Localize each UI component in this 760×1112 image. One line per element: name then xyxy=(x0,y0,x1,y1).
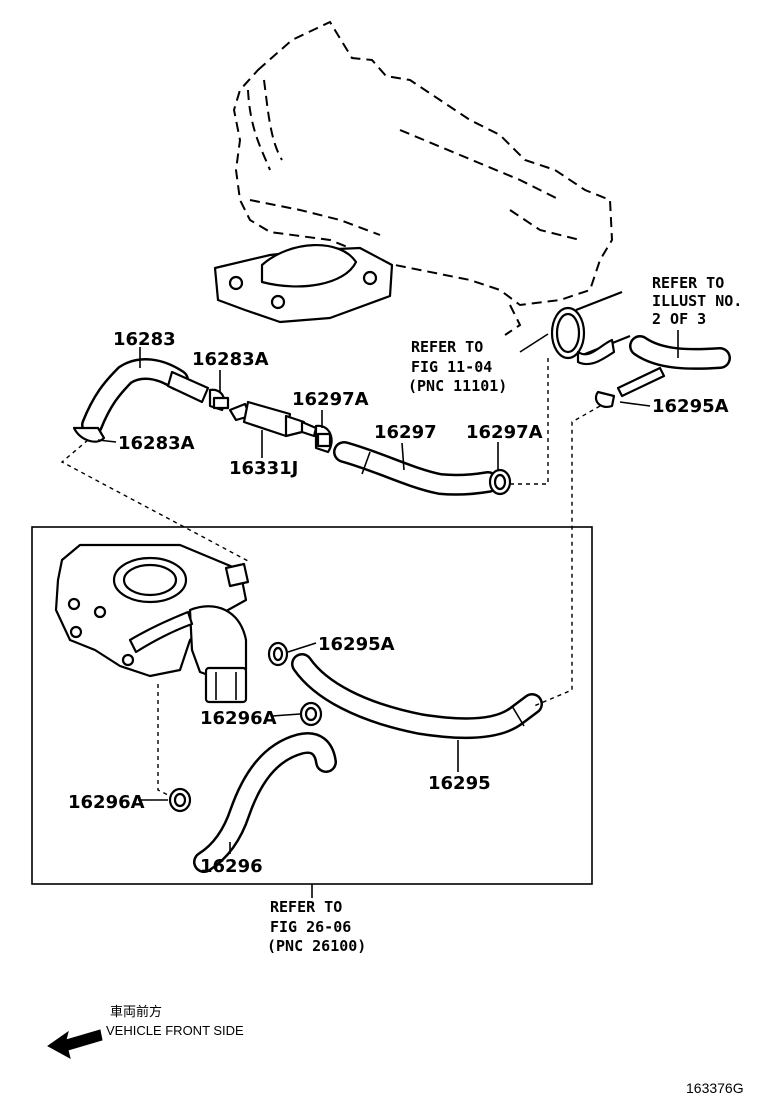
label-16283: 16283 xyxy=(113,329,176,350)
clamp-16295A-mid xyxy=(267,641,289,667)
hose-16295 xyxy=(291,653,543,740)
valve-16331J xyxy=(228,400,318,438)
clamp-16297A-left xyxy=(314,424,333,454)
vehicle-front-indicator: 車両前方 VEHICLE FRONT SIDE xyxy=(47,1004,244,1059)
label-16295: 16295 xyxy=(428,773,491,794)
intake-manifold xyxy=(213,20,614,336)
ref-illust-line1: REFER TO xyxy=(652,274,724,292)
throttle-body xyxy=(54,543,250,704)
label-16283A-top: 16283A xyxy=(192,349,269,370)
label-16297: 16297 xyxy=(374,422,437,443)
label-16296A-left: 16296A xyxy=(68,792,145,813)
ref-illust-line3: 2 OF 3 xyxy=(652,310,706,328)
figure-code: 163376G xyxy=(686,1080,744,1096)
ref-fig-26-06-line3: (PNC 26100) xyxy=(267,937,366,955)
label-16297A-right: 16297A xyxy=(466,422,543,443)
clamp-16283A-top xyxy=(208,388,230,412)
ref-illust: REFER TO ILLUST NO. 2 OF 3 xyxy=(652,274,742,328)
dash-line-16295 xyxy=(533,405,601,707)
label-16331J: 16331J xyxy=(229,458,298,479)
ref-fig-11-04-line1: REFER TO xyxy=(411,338,483,356)
ref-fig-26-06: REFER TO FIG 26-06 (PNC 26100) xyxy=(267,898,366,955)
pipe-ring xyxy=(550,290,731,408)
ref-fig-11-04-line3: (PNC 11101) xyxy=(408,377,507,395)
leader-lines xyxy=(97,330,679,898)
direction-english: VEHICLE FRONT SIDE xyxy=(106,1023,244,1038)
front-arrow-icon xyxy=(47,1029,103,1059)
dash-line-16283 xyxy=(60,439,251,563)
ref-fig-26-06-line1: REFER TO xyxy=(270,898,342,916)
label-16295A-top: 16295A xyxy=(652,396,729,417)
clamp-16297A-right xyxy=(488,468,512,496)
label-16295A-mid: 16295A xyxy=(318,634,395,655)
label-16296A-top: 16296A xyxy=(200,708,277,729)
ref-fig-11-04-line2: FIG 11-04 xyxy=(411,358,492,376)
clamp-16296A-left xyxy=(168,787,192,813)
label-16296: 16296 xyxy=(200,856,263,877)
direction-japanese: 車両前方 xyxy=(110,1004,162,1019)
label-16297A-left: 16297A xyxy=(292,389,369,410)
ref-illust-line2: ILLUST NO. xyxy=(652,292,742,310)
hose-16297 xyxy=(333,441,499,496)
ref-fig-11-04: REFER TO FIG 11-04 (PNC 11101) xyxy=(408,338,507,395)
hose-16296 xyxy=(193,732,337,873)
clamp-16296A-top xyxy=(299,701,323,727)
dash-line-16297 xyxy=(510,355,549,485)
label-16283A-left: 16283A xyxy=(118,433,195,454)
dash-line-16296 xyxy=(157,684,171,797)
ref-fig-26-06-line2: FIG 26-06 xyxy=(270,918,351,936)
hose-16283 xyxy=(72,358,210,443)
